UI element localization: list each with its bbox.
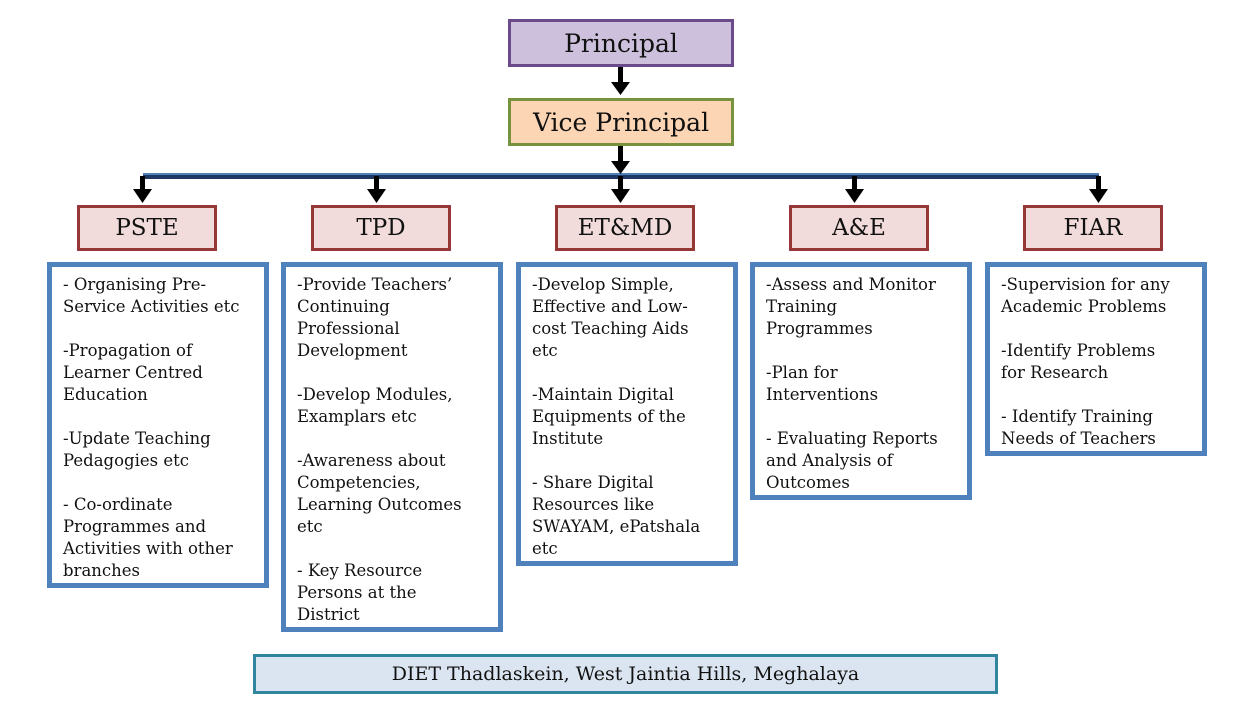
arrow-principal-to-vice xyxy=(611,67,630,95)
institution-footer: DIET Thadlaskein, West Jaintia Hills, Me… xyxy=(253,654,998,694)
duty-item: -Assess and Monitor Training Programmes xyxy=(766,275,936,338)
duty-item: -Plan for Interventions xyxy=(766,363,879,404)
dept-fiar-label: FIAR xyxy=(1063,215,1123,241)
duty-item: - Co-ordinate Programmes and Activities … xyxy=(63,495,233,580)
arrow-to-tpd xyxy=(367,176,386,203)
tpd-duties-box: -Provide Teachers’ Continuing Profession… xyxy=(281,262,503,632)
fiar-duties-box: -Supervision for any Academic Problems -… xyxy=(985,262,1207,456)
dept-tpd-label: TPD xyxy=(356,215,406,241)
institution-name: DIET Thadlaskein, West Jaintia Hills, Me… xyxy=(391,663,860,685)
duty-item: - Organising Pre- Service Activities etc xyxy=(63,275,240,316)
arrow-to-pste xyxy=(133,176,152,203)
duty-item: -Supervision for any Academic Problems xyxy=(1001,275,1170,316)
duty-item: -Awareness about Competencies, Learning … xyxy=(297,451,462,536)
vice-principal-box: Vice Principal xyxy=(508,98,734,146)
vice-principal-label: Vice Principal xyxy=(532,107,710,137)
dept-ae-box: A&E xyxy=(789,205,929,251)
dept-ae-label: A&E xyxy=(832,215,886,241)
duty-item: - Key Resource Persons at the District xyxy=(297,561,423,624)
arrow-to-ae xyxy=(845,176,864,203)
duty-item: -Provide Teachers’ Continuing Profession… xyxy=(297,275,453,360)
pste-duties-box: - Organising Pre- Service Activities etc… xyxy=(47,262,269,588)
dept-etmd-label: ET&MD xyxy=(577,215,673,241)
dept-tpd-box: TPD xyxy=(311,205,451,251)
etmd-duties-box: -Develop Simple, Effective and Low- cost… xyxy=(516,262,738,566)
duty-item: - Evaluating Reports and Analysis of Out… xyxy=(766,429,938,492)
principal-box: Principal xyxy=(508,19,734,67)
duty-item: -Develop Simple, Effective and Low- cost… xyxy=(532,275,689,360)
duty-item: -Identify Problems for Research xyxy=(1001,341,1156,382)
principal-label: Principal xyxy=(564,28,678,58)
duty-item: - Identify Training Needs of Teachers xyxy=(1001,407,1156,448)
dept-fiar-box: FIAR xyxy=(1023,205,1163,251)
dept-pste-label: PSTE xyxy=(115,215,179,241)
duty-item: -Maintain Digital Equipments of the Inst… xyxy=(532,385,686,448)
ae-duties-box: -Assess and Monitor Training Programmes … xyxy=(750,262,972,500)
duty-item: -Develop Modules, Examplars etc xyxy=(297,385,453,426)
duty-item: -Propagation of Learner Centred Educatio… xyxy=(63,341,203,404)
dept-pste-box: PSTE xyxy=(77,205,217,251)
duty-item: - Share Digital Resources like SWAYAM, e… xyxy=(532,473,701,558)
duty-item: -Update Teaching Pedagogies etc xyxy=(63,429,211,470)
dept-etmd-box: ET&MD xyxy=(555,205,695,251)
arrow-to-etmd xyxy=(611,176,630,203)
arrow-vice-to-bus xyxy=(611,146,630,174)
arrow-to-fiar xyxy=(1089,176,1108,203)
